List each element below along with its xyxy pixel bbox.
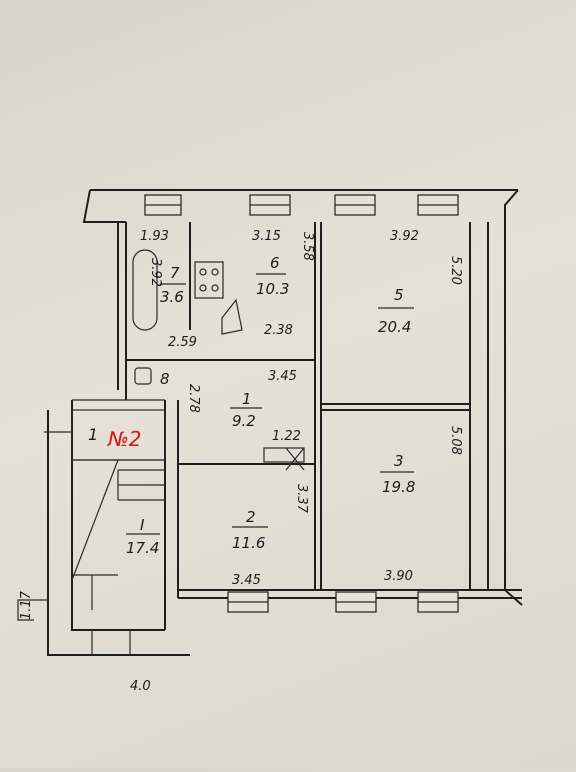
dim-room5-side: 5.20 [448,256,463,285]
room-area-hall: 9.2 [232,412,256,430]
dim-kitchen-side: 3.58 [300,232,315,261]
dim-room2-bottom: 3.45 [232,573,261,588]
apartment-box: 1 №2 [44,409,166,461]
room-area-3: 19.8 [382,478,415,496]
sink-icon [221,298,243,335]
room-number-2: 2 [246,508,256,526]
dim-bath-top: 1.93 [140,229,169,244]
room-area-6: 10.3 [256,280,289,298]
dim-room2-side: 3.37 [294,484,309,514]
fixtures [132,249,305,471]
dimension-labels: 1.93 3.15 3.58 3.92 3.92 5.20 2.59 2.38 … [19,229,463,694]
apartment-number: №2 [107,427,142,451]
dim-hall-side: 2.78 [186,384,201,413]
room-labels: I 17.4 1 9.2 2 11.6 3 19.8 5 20.4 6 10.3… [126,254,415,557]
room-number-stair: I [140,516,145,534]
apartment-entry-mark: 1 [88,425,98,444]
dim-corr-right: 2.38 [264,323,293,338]
dim-room5-top: 3.92 [390,229,419,244]
dim-entrance: 1.17 [19,590,34,620]
room-area-7: 3.6 [160,288,184,306]
windows-top [144,194,459,216]
dim-room3-bottom: 3.90 [384,569,413,584]
dim-corr-left: 2.59 [168,335,197,350]
bathtub-icon [132,249,158,331]
room-number-5: 5 [394,286,404,304]
dim-hall-top: 3.45 [268,369,297,384]
room-area-stair: 17.4 [126,539,159,557]
interior-walls [126,222,470,630]
room-number-3: 3 [394,452,404,470]
dim-hall-small: 1.22 [272,429,301,444]
toilet-icon [134,367,152,385]
room-area-2: 11.6 [232,534,265,552]
room-number-6: 6 [270,254,280,272]
dim-room3-side: 5.08 [448,426,463,455]
dim-bath-side: 3.92 [148,258,163,287]
room-number-7: 7 [170,264,180,282]
room-number-8: 8 [160,370,170,388]
dim-kitchen-top: 3.15 [252,229,281,244]
closet-icon [263,447,305,463]
stove-icon [194,261,224,299]
room-number-hall: 1 [242,390,252,408]
windows-bottom [227,591,459,613]
dim-stair-bottom: 4.0 [130,679,151,694]
room-area-5: 20.4 [378,318,411,336]
